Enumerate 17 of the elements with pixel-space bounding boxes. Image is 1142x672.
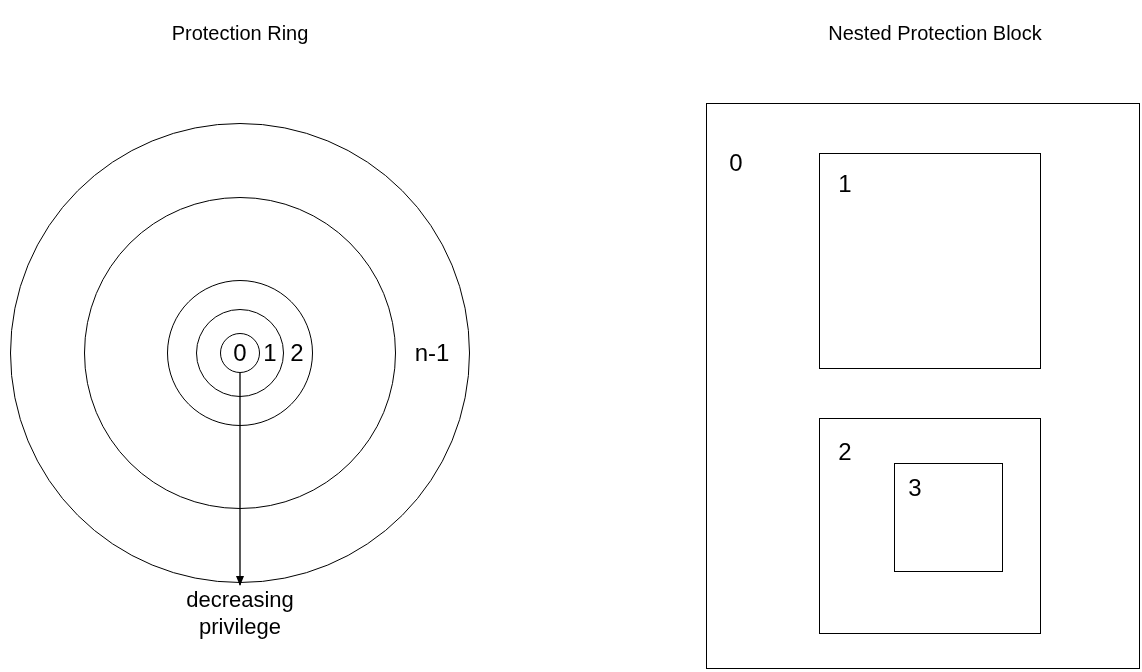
protection-box [819,153,1041,369]
ring-number: 0 [233,340,247,366]
protection-box [819,418,1041,634]
level-number: 2 [838,439,852,465]
protection-box [706,103,1140,669]
level-number: 3 [908,475,922,501]
panel-heading: Protection Ring [171,22,309,45]
level-number: 0 [729,150,743,176]
ring-number: 2 [290,340,304,366]
ring-number: 1 [263,340,277,366]
ring-number: n-1 [414,340,450,366]
panel-heading: Nested Protection Block [828,22,1042,45]
caption-text: decreasing privilege [165,586,315,646]
level-number: 1 [838,171,852,197]
ring-circle [10,123,470,583]
protection-box [894,463,1003,572]
arrow [236,372,244,586]
